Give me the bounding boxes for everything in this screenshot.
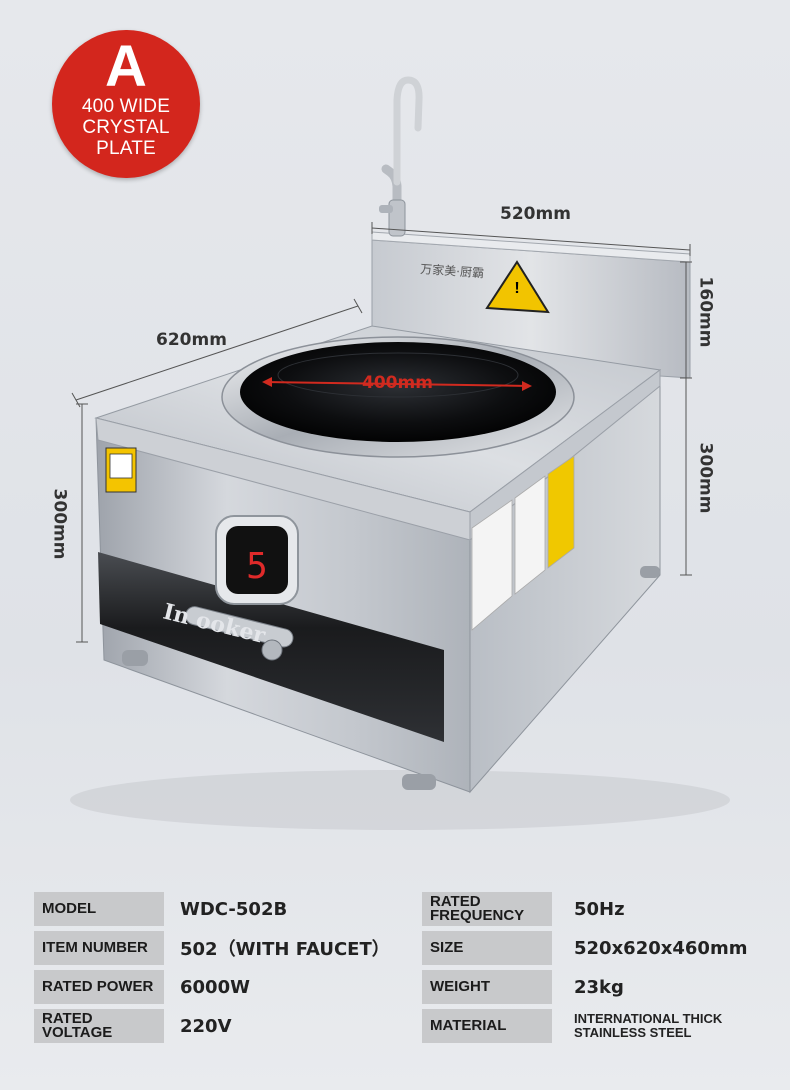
badge-line-2: CRYSTAL — [82, 117, 170, 138]
dimension-right-height: 300mm — [695, 442, 716, 514]
feature-badge: A 400 WIDE CRYSTAL PLATE — [52, 30, 200, 178]
spec-value: 50Hz — [574, 898, 625, 920]
spec-label: MATERIAL — [422, 1009, 552, 1043]
spec-value: 220V — [180, 1015, 232, 1037]
spec-label: MODEL — [34, 892, 164, 926]
spec-value: 6000W — [180, 976, 250, 998]
spec-value: 23kg — [574, 976, 624, 998]
spec-value: INTERNATIONAL THICK STAINLESS STEEL — [574, 1011, 723, 1040]
spec-label: WEIGHT — [422, 970, 552, 1004]
spec-table: MODEL WDC-502B ITEM NUMBER 502（WITH FAUC… — [0, 888, 790, 1058]
spec-value: WDC-502B — [180, 898, 288, 920]
dimension-depth: 620mm — [156, 330, 227, 350]
spec-value: 502（WITH FAUCET） — [180, 939, 390, 960]
badge-line-1: 400 WIDE — [81, 96, 171, 117]
svg-text:!: ! — [514, 280, 519, 297]
display-digit: 5 — [246, 546, 268, 587]
dimension-plate-diameter: 400mm — [362, 373, 433, 393]
brand-mark: 万家美·厨霸 — [420, 261, 485, 280]
badge-line-3: PLATE — [96, 138, 156, 159]
badge-letter: A — [105, 34, 147, 99]
spec-label: SIZE — [422, 931, 552, 965]
spec-label: RATED VOLTAGE — [34, 1009, 164, 1043]
spec-label: RATED POWER — [34, 970, 164, 1004]
dimension-width: 520mm — [500, 204, 571, 224]
dimension-left-height: 300mm — [49, 488, 70, 560]
dimension-backsplash-height: 160mm — [695, 276, 716, 348]
product-image: ! 5 In ooker — [70, 76, 730, 830]
spec-value: 520x620x460mm — [574, 937, 748, 959]
spec-label: RATED FREQUENCY — [422, 892, 552, 926]
spec-label: ITEM NUMBER — [34, 931, 164, 965]
